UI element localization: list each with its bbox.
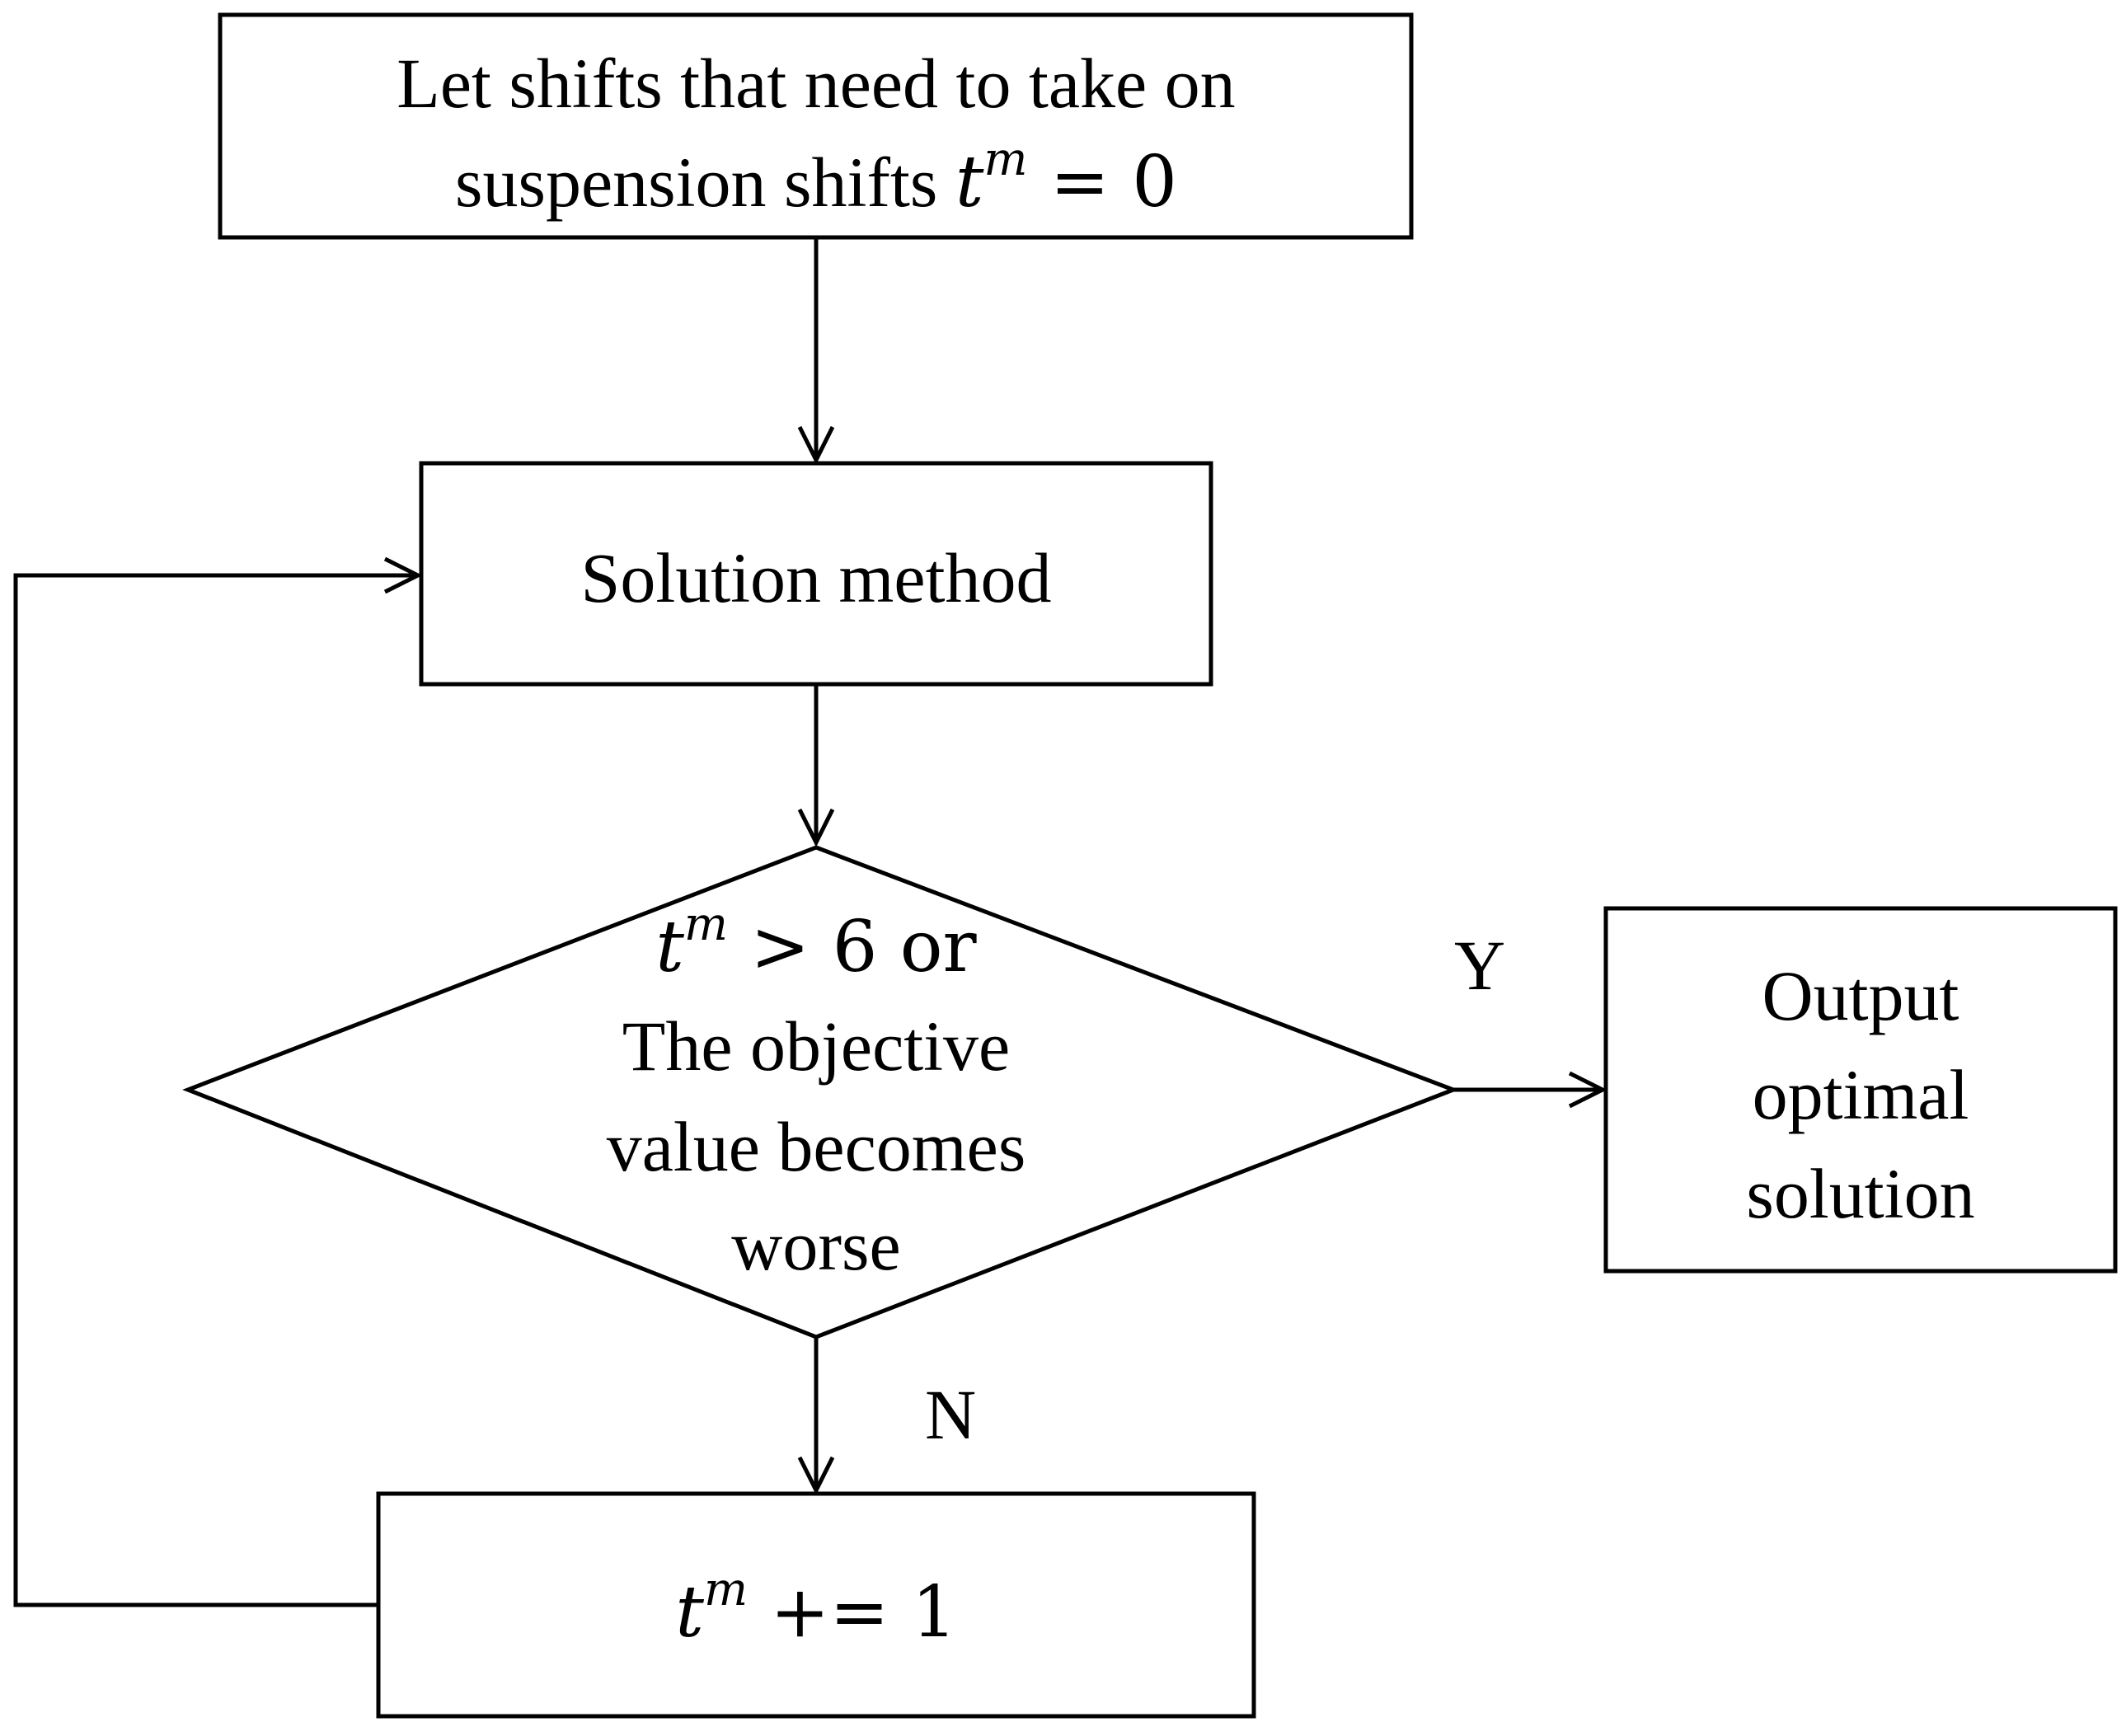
- start-box-line2: suspension shifts tm = 0: [455, 133, 1177, 223]
- output-line1: Output: [1762, 956, 1959, 1035]
- output-line3: solution: [1746, 1154, 1974, 1233]
- increment-box: tm += 1: [376, 1491, 1256, 1719]
- arrow-solution-to-decision: [797, 684, 835, 847]
- output-box: Output optimal solution: [1603, 906, 2118, 1274]
- decision-line2: The objective: [622, 1006, 1010, 1086]
- output-box-frame: [1603, 906, 2118, 1274]
- arrow-loop-back: [13, 556, 423, 1607]
- arrow-start-to-solution: [797, 237, 835, 465]
- decision-diamond: tm > 6 or The objective value becomes wo…: [182, 845, 1459, 1340]
- start-box-suffix: = 0: [1028, 141, 1177, 223]
- arrow-decision-to-output: [1453, 1071, 1607, 1109]
- increment-var-base: t: [675, 1571, 704, 1654]
- start-box-line1: Let shifts that need to take on: [397, 44, 1235, 123]
- increment-label: tm += 1: [675, 1563, 956, 1654]
- start-box-prefix: suspension shifts: [455, 143, 955, 222]
- solution-box: Solution method: [419, 461, 1213, 687]
- decision-line1: tm > 6 or: [655, 898, 977, 988]
- start-box-frame: [218, 12, 1414, 240]
- decision-line1-suffix: > 6 or: [728, 906, 978, 988]
- increment-box-frame: [376, 1491, 1256, 1719]
- decision-line4: worse: [731, 1206, 900, 1285]
- decision-line3: value becomes: [607, 1107, 1026, 1186]
- decision-var-base: t: [655, 906, 684, 988]
- solution-box-label: Solution method: [581, 538, 1052, 617]
- no-label: N: [925, 1375, 976, 1454]
- solution-box-frame: [419, 461, 1213, 687]
- start-box: Let shifts that need to take on suspensi…: [218, 12, 1414, 240]
- start-box-var-base: t: [955, 141, 984, 223]
- decision-var-sup: m: [684, 898, 728, 951]
- yes-label: Y: [1454, 926, 1505, 1005]
- arrow-decision-to-increment: [797, 1337, 835, 1495]
- increment-var-sup: m: [704, 1563, 748, 1616]
- increment-suffix: += 1: [748, 1571, 957, 1654]
- start-box-var-sup: m: [983, 133, 1027, 186]
- output-line2: optimal: [1753, 1055, 1969, 1134]
